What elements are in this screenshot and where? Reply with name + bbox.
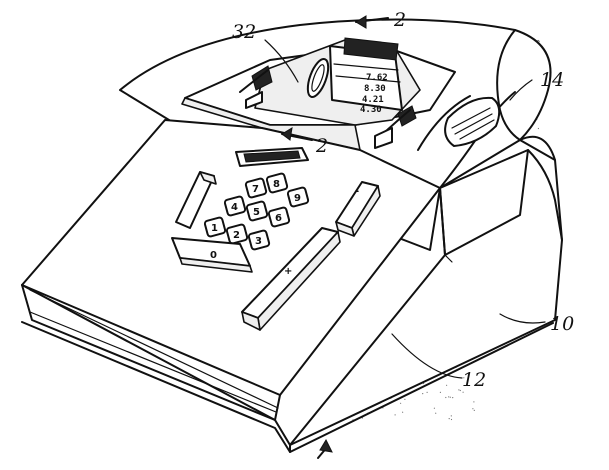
zero-key-label: 0 <box>210 250 217 261</box>
svg-text:9: 9 <box>294 193 301 204</box>
tape-line-1: 7.62 <box>366 73 388 83</box>
minus-key[interactable]: - <box>335 181 381 237</box>
section-arrow-bottom <box>317 438 333 459</box>
ref-label-10: 10 <box>550 313 574 335</box>
plus-key-label: + <box>284 266 292 277</box>
svg-text:5: 5 <box>253 207 260 218</box>
section-arrow-mid <box>281 127 313 141</box>
key-2[interactable]: 2 <box>225 223 249 245</box>
key-6[interactable]: 6 <box>267 206 291 228</box>
key-5[interactable]: 5 <box>245 200 269 222</box>
tape-window: 7.62 8.30 4.21 4.30 <box>329 37 403 115</box>
tape-line-3: 4.21 <box>362 95 384 105</box>
tape-line-4: 4.30 <box>360 105 382 115</box>
right-lever[interactable] <box>374 105 417 149</box>
ref-label-2-top: 2 <box>393 9 406 31</box>
tape-line-2: 8.30 <box>364 84 386 94</box>
minus-key-label: - <box>355 186 359 197</box>
ref-label-12: 12 <box>462 369 486 391</box>
key-4[interactable]: 4 <box>223 195 247 217</box>
key-7[interactable]: 7 <box>244 177 268 199</box>
left-lever[interactable] <box>239 65 273 109</box>
key-3[interactable]: 3 <box>247 229 271 251</box>
ref-label-14: 14 <box>540 69 564 91</box>
paper-roll-knob[interactable] <box>304 56 333 99</box>
keypad: 7 8 9 4 5 6 1 2 3 <box>203 172 310 251</box>
key-1[interactable]: 1 <box>203 216 227 238</box>
svg-text:2: 2 <box>233 230 240 241</box>
key-9[interactable]: 9 <box>286 186 310 208</box>
ref-label-32: 32 <box>232 21 256 43</box>
svg-text:3: 3 <box>255 236 262 247</box>
svg-text:6: 6 <box>275 213 282 224</box>
key-8[interactable]: 8 <box>265 172 289 194</box>
ref-label-2-mid: 2 <box>315 135 328 157</box>
section-arrow-top <box>355 15 389 29</box>
svg-text:8: 8 <box>273 179 280 190</box>
svg-text:1: 1 <box>211 223 218 234</box>
thumbwheel[interactable] <box>417 95 501 151</box>
zero-key[interactable]: 0 <box>171 237 253 273</box>
plus-key[interactable]: + <box>241 227 341 331</box>
leader-lines <box>264 39 546 379</box>
side-lever[interactable] <box>175 171 217 229</box>
display-slot <box>235 147 309 167</box>
svg-text:4: 4 <box>231 202 238 213</box>
svg-text:7: 7 <box>252 184 259 195</box>
